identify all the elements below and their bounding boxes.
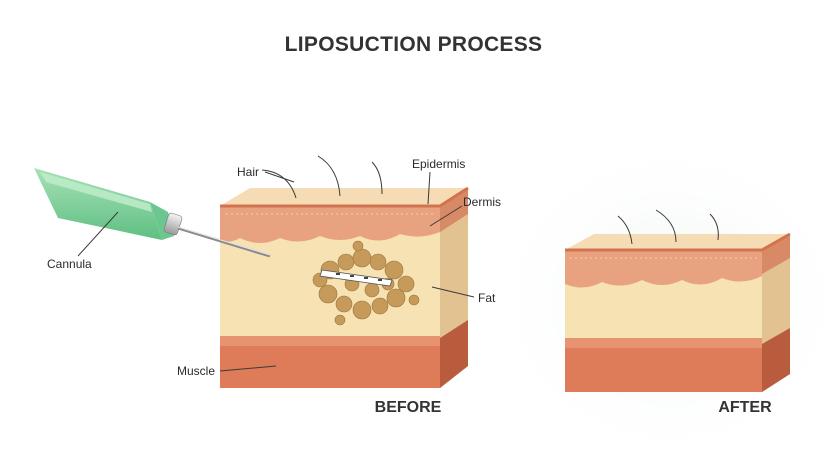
before-epidermis-edge bbox=[220, 186, 469, 208]
after-skin-block bbox=[565, 209, 791, 392]
before-hair-2 bbox=[317, 155, 341, 197]
after-epidermis-edge bbox=[565, 232, 791, 252]
before-muscle-band bbox=[220, 336, 440, 346]
before-hair-3 bbox=[371, 161, 383, 195]
cannula-handle-highlight bbox=[40, 172, 152, 212]
after-caption: AFTER bbox=[718, 399, 772, 416]
cannula-label: Cannula bbox=[47, 257, 92, 271]
cannula-shaft bbox=[177, 226, 271, 258]
after-hair-2 bbox=[655, 209, 677, 243]
dermis-label: Dermis bbox=[463, 195, 501, 209]
cannula-leader-line bbox=[77, 211, 119, 257]
after-side-muscle bbox=[762, 328, 790, 392]
after-dermis-layer bbox=[565, 250, 762, 288]
before-skin-block bbox=[220, 155, 469, 388]
cannula-tip-holes bbox=[336, 273, 382, 281]
muscle-leader-line bbox=[219, 365, 277, 372]
muscle-label: Muscle bbox=[177, 364, 215, 378]
after-hair-3 bbox=[709, 213, 719, 241]
cannula-connector bbox=[163, 212, 183, 236]
after-top-epidermis bbox=[565, 234, 790, 250]
after-muscle-band bbox=[565, 338, 762, 348]
cannula-shaft-shine bbox=[177, 226, 271, 256]
diagram-title: LIPOSUCTION PROCESS bbox=[284, 33, 543, 56]
fat-label: Fat bbox=[478, 291, 496, 305]
after-hair-1 bbox=[617, 215, 633, 245]
before-dermis-layer bbox=[220, 206, 440, 243]
after-side-dermis bbox=[762, 234, 790, 274]
epidermis-leader-line bbox=[427, 171, 431, 205]
dermis-leader-line bbox=[429, 205, 463, 227]
cannula-instrument bbox=[34, 168, 271, 258]
hair-label: Hair bbox=[237, 165, 259, 179]
hair-leader-line bbox=[264, 171, 295, 183]
before-top-epidermis bbox=[220, 188, 468, 206]
before-side-muscle bbox=[440, 320, 468, 388]
fat-leader-line bbox=[431, 286, 475, 298]
before-caption: BEFORE bbox=[375, 399, 442, 416]
after-fat-layer bbox=[565, 274, 762, 344]
epidermis-label: Epidermis bbox=[412, 157, 465, 171]
before-side-dermis bbox=[440, 188, 468, 232]
